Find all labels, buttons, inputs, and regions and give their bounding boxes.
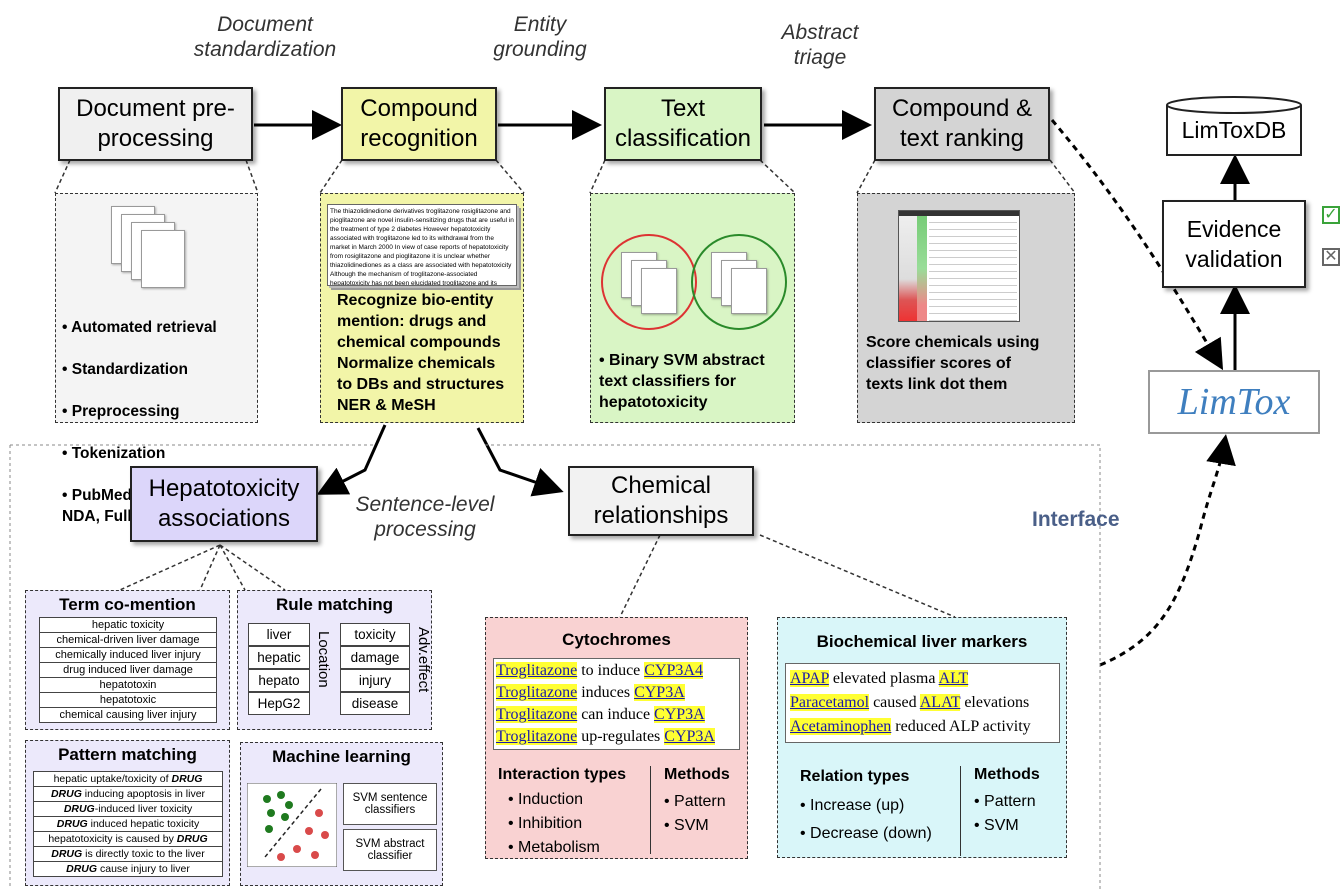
biomarker-sentences: APAP elevated plasma ALT Paracetamol cau… (785, 663, 1060, 743)
biomarker-methods: • Pattern • SVM (974, 793, 1036, 834)
location-term: hepato (248, 669, 310, 692)
location-axis-label: Location (315, 631, 332, 688)
interface-label: Interface (1032, 508, 1120, 531)
table-row: DRUG cause injury to liver (33, 861, 223, 877)
panel-compound: The thiazolidinedione derivatives trogli… (320, 193, 524, 423)
panel-term-comention: Term co-mention hepatic toxicity chemica… (25, 590, 230, 730)
interaction-types: • Induction • Inhibition • Metabolism (508, 791, 600, 856)
checkbox-valid-icon[interactable]: ✓ (1322, 206, 1340, 224)
table-row: hepatotoxicity is caused by DRUG (33, 831, 223, 847)
panel-biochemical-liver-markers: Biochemical liver markers APAP elevated … (777, 617, 1067, 858)
box-chemical-relationships: Chemical relationships (568, 466, 754, 536)
arrow-to-chemrel (476, 427, 564, 497)
panel-pattern-matching: Pattern matching hepatic uptake/toxicity… (25, 740, 230, 886)
stage-document-standardization: Document standardization (193, 13, 337, 61)
table-row: hepatotoxic (39, 692, 217, 708)
box-text-classification: Text classification (604, 87, 762, 161)
table-row: DRUG induced hepatic toxicity (33, 816, 223, 832)
location-term: hepatic (248, 646, 310, 669)
box-compound-recognition: Compound recognition (341, 87, 497, 161)
effect-term: damage (340, 646, 410, 669)
relation-types: • Increase (up) • Decrease (down) (800, 797, 932, 842)
arrow-interface-to-limtox (1099, 434, 1236, 667)
ranking-table-thumbnail (898, 210, 1020, 322)
table-row: chemical-driven liver damage (39, 632, 217, 648)
box-hepatotoxicity-associations: Hepatotoxicity associations (130, 466, 318, 542)
svm-sentence-classifiers: SVM sentence classifiers (343, 783, 437, 825)
location-term: HepG2 (248, 692, 310, 715)
text-class-description: • Binary SVM abstract text classifiers f… (599, 352, 765, 411)
pattern-table: hepatic uptake/toxicity of DRUG DRUG ind… (33, 771, 223, 877)
box-evidence-validation: Evidence validation (1162, 200, 1306, 288)
effect-term: disease (340, 692, 410, 715)
limtox-logo: LimTox (1148, 370, 1320, 434)
cytochromes-sentences: Troglitazone to induce CYP3A4 Troglitazo… (493, 658, 740, 750)
compound-description: Recognize bio-entity mention: drugs and … (337, 292, 505, 414)
location-term: liver (248, 623, 310, 646)
table-row: hepatotoxin (39, 677, 217, 693)
panel-rule-matching: Rule matching liver hepatic hepato HepG2… (237, 590, 432, 730)
stage-abstract-triage: Abstract triage (781, 21, 859, 69)
table-row: drug induced liver damage (39, 662, 217, 678)
checkbox-invalid-icon[interactable]: ✕ (1322, 248, 1340, 266)
effect-term: injury (340, 669, 410, 692)
box-document-preprocessing: Document pre- processing (58, 87, 253, 161)
compound-snippet: The thiazolidinedione derivatives trogli… (327, 204, 517, 286)
panel-preprocessing: Automated retrieval Standardization Prep… (55, 193, 258, 525)
panel-text-classification: • Binary SVM abstract text classifiers f… (590, 193, 795, 423)
panel-machine-learning: Machine learning SVM sentence classifier… (240, 742, 443, 886)
negative-class-circle (601, 234, 697, 330)
effect-term: toxicity (340, 623, 410, 646)
box-compound-text-ranking: Compound & text ranking (874, 87, 1050, 161)
table-row: DRUG inducing apoptosis in liver (33, 786, 223, 802)
panel-cytochromes: Cytochromes Troglitazone to induce CYP3A… (485, 617, 748, 859)
table-row: hepatic toxicity (39, 617, 217, 633)
table-row: chemically induced liver injury (39, 647, 217, 663)
documents-icon (111, 206, 191, 288)
positive-class-circle (691, 234, 787, 330)
cytochrome-methods: • Pattern • SVM (664, 793, 726, 834)
table-row: DRUG is directly toxic to the liver (33, 846, 223, 862)
svm-abstract-classifier: SVM abstract classifier (343, 829, 437, 871)
stage-entity-grounding: Entity grounding (493, 13, 587, 61)
panel-ranking: Score chemicals using classifier scores … (857, 193, 1075, 423)
table-row: hepatic uptake/toxicity of DRUG (33, 771, 223, 787)
ranking-description: Score chemicals using classifier scores … (866, 334, 1040, 393)
term-comention-table: hepatic toxicity chemical-driven liver d… (39, 617, 217, 723)
effect-axis-label: Adv.effect (415, 627, 432, 693)
table-row: chemical causing liver injury (39, 707, 217, 723)
table-row: DRUG-induced liver toxicity (33, 801, 223, 817)
svm-scatter-icon (247, 783, 337, 867)
box-limtoxdb: LimToxDB (1165, 95, 1303, 159)
stage-sentence-level-processing: Sentence-level processing (355, 493, 495, 541)
arrow-to-hepato (316, 424, 387, 495)
